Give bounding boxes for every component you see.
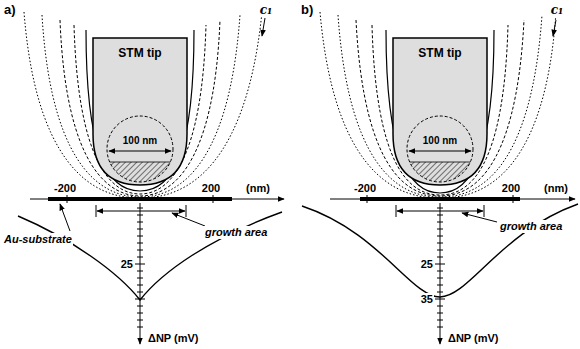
callout-label: growth area <box>204 226 268 239</box>
axis-label: ΔNP (mV) <box>147 332 200 345</box>
leader-line <box>172 213 205 226</box>
y-axis <box>440 203 441 344</box>
axis-label: 25 <box>120 258 134 271</box>
contour-label: c₁ <box>550 3 565 17</box>
tip-apex-circle: 100 nm <box>105 114 175 184</box>
size-label: 100 nm <box>105 135 175 147</box>
potential-curve <box>302 204 578 297</box>
axis-label: 200 <box>201 182 221 195</box>
tip-label: STM tip <box>92 46 188 60</box>
panel-letter: a) <box>3 2 17 17</box>
axis-label: (nm) <box>543 182 569 195</box>
growth-area-bracket <box>96 205 186 217</box>
au-substrate-bar <box>360 197 520 201</box>
leader-line <box>60 204 70 231</box>
callout-label: Au-substrate <box>3 233 73 246</box>
axis-tick <box>513 195 514 203</box>
contour-label: c₁ <box>259 3 274 17</box>
stm-tip: STM tip 100 nm <box>392 38 488 186</box>
y-axis <box>140 203 141 344</box>
panel-letter: b) <box>300 2 314 17</box>
axis-tick <box>213 195 214 203</box>
c1-arrow <box>553 20 556 36</box>
circle-outline <box>105 114 175 184</box>
leader-line <box>462 213 497 222</box>
equipotential-lines <box>24 12 262 198</box>
axis-tick <box>367 195 368 203</box>
axis-tick <box>67 195 68 203</box>
c1-arrow <box>262 18 265 36</box>
equipotential-lines <box>320 12 556 198</box>
axis-ticks <box>135 208 445 327</box>
axis-label: -200 <box>53 182 77 195</box>
axis-label: -200 <box>353 182 377 195</box>
axis-label: ΔNP (mV) <box>447 332 500 345</box>
axis-label: (nm) <box>245 182 271 195</box>
au-substrate-bar <box>48 197 232 201</box>
axis-label: 25 <box>420 258 434 271</box>
axis-label: 200 <box>501 182 521 195</box>
stm-tip: STM tip 100 nm <box>92 38 188 186</box>
circle-outline <box>405 114 475 184</box>
callout-label: growth area <box>499 220 563 233</box>
tip-apex-circle: 100 nm <box>405 114 475 184</box>
potential-curve <box>18 212 282 300</box>
size-label: 100 nm <box>405 135 475 147</box>
axis-label: 35 <box>420 293 434 306</box>
tip-label: STM tip <box>392 46 488 60</box>
